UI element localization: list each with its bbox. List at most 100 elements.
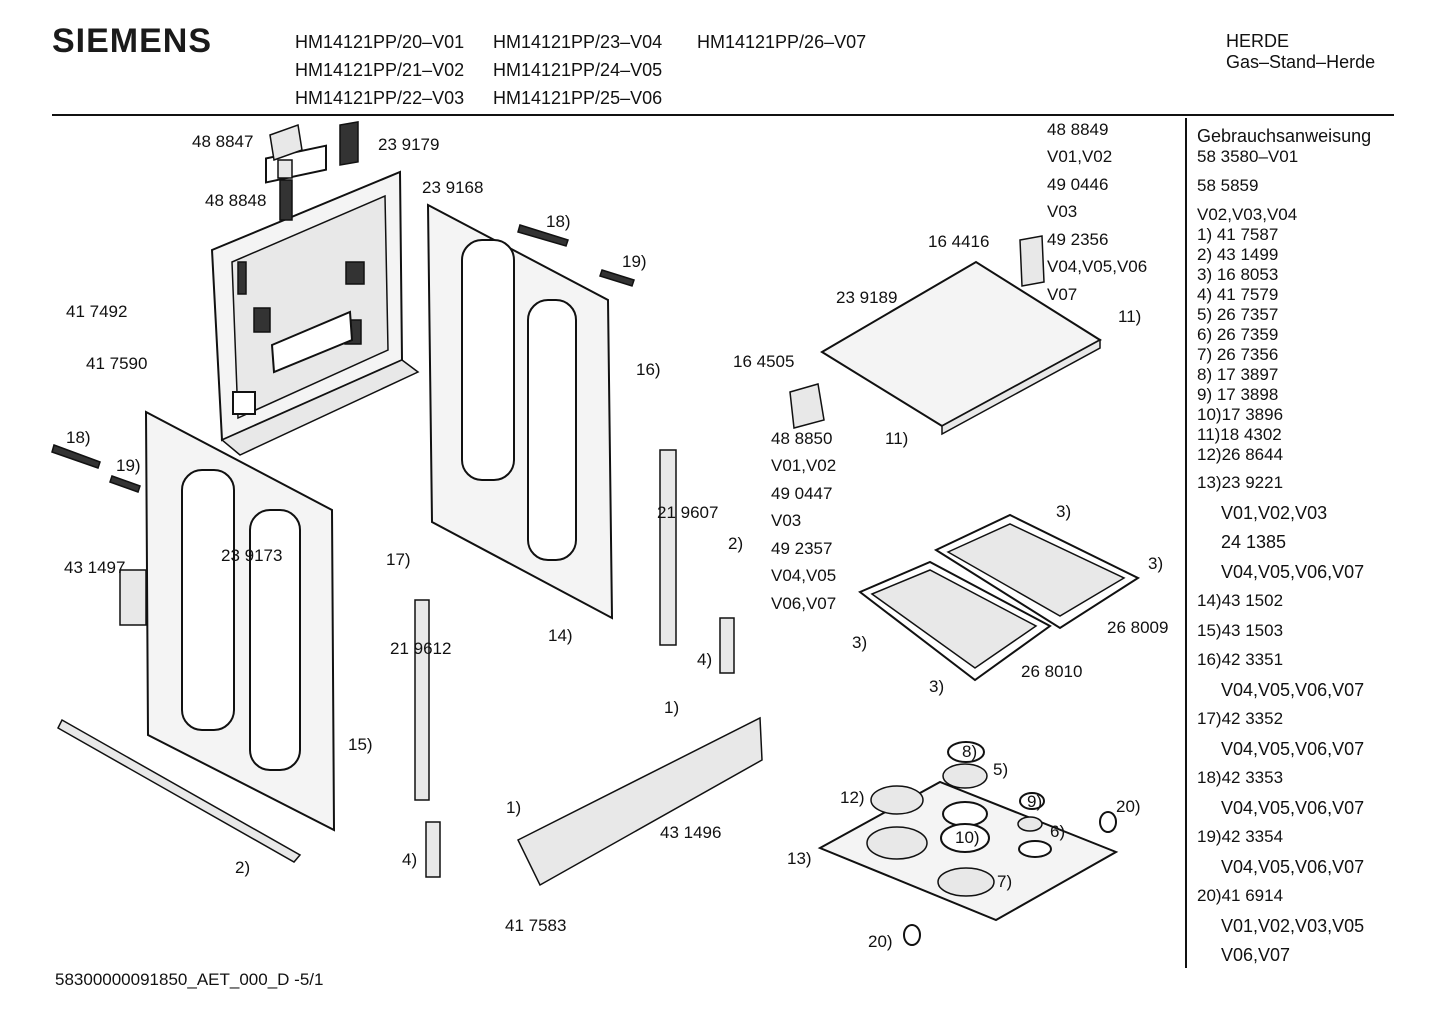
part-label: 48 8848 [205, 191, 267, 210]
model-code: HM14121PP/21–V02 [295, 60, 465, 80]
callout-label: 4) [402, 850, 418, 869]
part-label: 43 1496 [660, 823, 722, 842]
part-label: 49 0447 [771, 484, 833, 503]
part-label: 26 8010 [1021, 662, 1083, 681]
bracket [719, 617, 735, 674]
hinge-bracket [1019, 235, 1045, 287]
parts-list-item: 12)26 8644 [1197, 445, 1284, 464]
part-label: 49 2356 [1047, 230, 1109, 249]
callout-label: 11) [1118, 307, 1142, 326]
parts-list-item: 3) 16 8053 [1197, 265, 1279, 284]
variant-label: V01,V02 [1047, 147, 1113, 166]
part-label: 49 2357 [771, 539, 833, 558]
part-label: 41 7492 [66, 302, 128, 321]
variant-label: V04,V05,V06,V07 [1221, 679, 1365, 700]
variant-label: V06,V07 [1221, 945, 1291, 965]
pan-supports [858, 513, 1141, 682]
callout-label: 7) [997, 872, 1013, 891]
part-label: 23 9173 [221, 546, 283, 565]
callout-label: 1) [664, 698, 680, 717]
part-label: 48 8850 [771, 429, 833, 448]
callout-label: 3) [929, 677, 945, 696]
callout-label: 4) [697, 650, 713, 669]
header-divider [52, 114, 1394, 116]
part-label: 48 8849 [1047, 120, 1109, 139]
vent-duct [269, 123, 303, 221]
parts-list-item: 11)18 4302 [1197, 425, 1282, 444]
bracket [119, 569, 147, 626]
variant-label: V04,V05,V06,V07 [1221, 856, 1365, 877]
callout-label: 16) [636, 360, 661, 379]
callout-label: 8) [962, 742, 978, 761]
part-label: 21 9612 [390, 639, 452, 658]
callout-label: 12) [840, 788, 865, 807]
parts-list-item: 20)41 6914 [1197, 886, 1284, 905]
left-side-panel [144, 410, 336, 832]
variant-label: V04,V05,V06,V07 [1221, 797, 1365, 818]
variant-label: V03 [771, 511, 802, 530]
part-label: 23 9179 [378, 135, 440, 154]
parts-list-item: 13)23 9221 [1197, 473, 1284, 492]
variant-label: V07 [1047, 285, 1078, 304]
document-code: 58300000091850_AET_000_D [55, 970, 290, 989]
part-label: 21 9607 [657, 503, 719, 522]
callout-label: 11) [885, 429, 909, 448]
callout-label: 14) [548, 626, 573, 645]
parts-list-item: 5) 26 7357 [1197, 305, 1279, 324]
model-code: HM14121PP/24–V05 [493, 60, 663, 80]
variant-label: V06,V07 [771, 594, 837, 613]
category-subtitle: Gas–Stand–Herde [1226, 52, 1376, 72]
manual-title: Gebrauchsanweisung [1197, 126, 1372, 146]
callout-label: 2) [235, 858, 251, 877]
variant-label: 24 1385 [1221, 532, 1287, 552]
front-rail [517, 716, 763, 887]
category-title: HERDE [1226, 31, 1290, 51]
part-label: 16 4505 [733, 352, 795, 371]
parts-list-item: 18)42 3353 [1197, 768, 1284, 787]
part-label: 48 8847 [192, 132, 254, 151]
callout-label: 19) [622, 252, 647, 271]
callout-label: 19) [116, 456, 141, 475]
parts-list-item: 15)43 1503 [1197, 620, 1284, 640]
callout-label: 20) [1116, 797, 1141, 816]
variant-label: V04,V05,V06,V07 [1221, 738, 1365, 759]
variant-label: V03 [1047, 202, 1078, 221]
callout-label: 5) [993, 760, 1009, 779]
parts-list-item: 17)42 3352 [1197, 709, 1284, 728]
variant-label: V01,V02,V03 [1221, 502, 1328, 523]
callout-label: 15) [348, 735, 373, 754]
variant-label: V04,V05 [771, 566, 837, 585]
callout-label: 3) [1056, 502, 1072, 521]
bracket [659, 449, 677, 646]
callout-label: 3) [1148, 554, 1164, 573]
parts-list-item: 14)43 1502 [1197, 591, 1284, 610]
callout-label: 9) [1027, 792, 1043, 811]
callout-label: 6) [1050, 822, 1066, 841]
callout-label: 17) [386, 550, 411, 569]
parts-list-item: 10)17 3896 [1197, 405, 1284, 424]
part-label: 49 0446 [1047, 175, 1109, 194]
bracket [414, 599, 430, 801]
part-label: 26 8009 [1107, 618, 1169, 637]
callout-label: 10) [955, 828, 980, 847]
callout-label: 2) [728, 534, 744, 553]
model-code: HM14121PP/22–V03 [295, 88, 465, 108]
sidebar-divider [1185, 118, 1187, 968]
parts-list-item: 2) 43 1499 [1197, 245, 1279, 264]
parts-list-item: 8) 17 3897 [1197, 365, 1279, 384]
part-label: 23 9168 [422, 178, 484, 197]
callout-label: 18) [546, 212, 571, 231]
part-label: 43 1497 [64, 558, 126, 577]
page-number: -5/1 [294, 970, 324, 989]
variant-label: V02,V03,V04 [1197, 205, 1298, 224]
parts-list-item: 7) 26 7356 [1197, 345, 1279, 364]
parts-list-item: 6) 26 7359 [1197, 325, 1279, 344]
callout-label: 18) [66, 428, 91, 447]
parts-list-item: 9) 17 3898 [1197, 385, 1279, 404]
model-code: HM14121PP/23–V04 [493, 32, 663, 52]
variant-label: V01,V02,V03,V05 [1221, 915, 1365, 936]
hinge-bracket [789, 383, 825, 429]
oven-back-panel [210, 120, 404, 442]
document-id: 58300000091850_AET_000_D -5/1 [55, 970, 323, 990]
right-side-panel [426, 203, 614, 620]
